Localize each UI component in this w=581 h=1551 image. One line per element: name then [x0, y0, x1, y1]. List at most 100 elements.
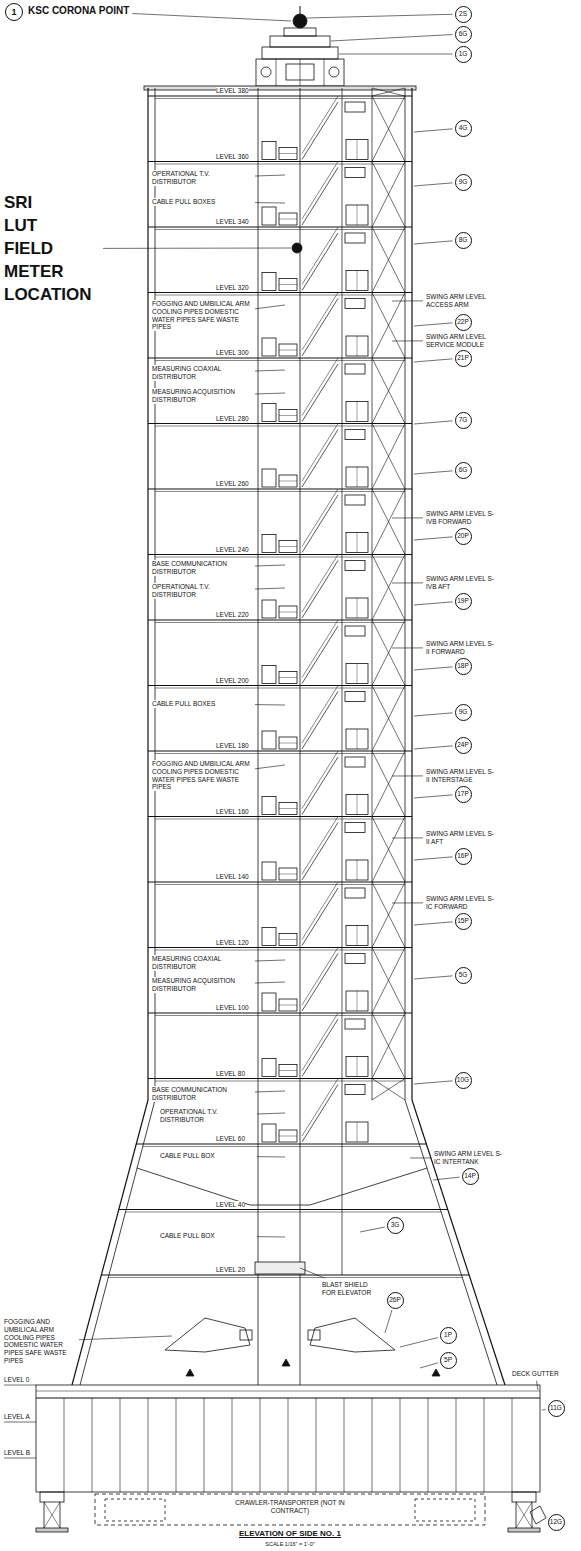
- leader-line: [300, 1268, 325, 1278]
- tower-leg: [412, 1100, 505, 1385]
- stair: [302, 620, 338, 678]
- level-leader: [4, 1385, 36, 1386]
- leader-line: [132, 14, 291, 21]
- leader-line: [542, 1409, 546, 1411]
- corona-sphere: [293, 14, 307, 28]
- crawler-outline: [95, 1494, 485, 1525]
- structure-line: [279, 1070, 297, 1071]
- equipment-cabinet: [345, 888, 365, 898]
- structure-line: [279, 677, 297, 678]
- leader-line: [414, 471, 453, 474]
- deck-bay: [288, 1398, 289, 1492]
- stair: [302, 233, 338, 291]
- equipment-cabinet: [346, 533, 368, 553]
- swing-arm-label: SWING ARM LEVEL S-II AFT: [426, 830, 496, 846]
- leader-line: [255, 370, 285, 371]
- pedestal: [512, 1492, 536, 1502]
- leader-line: [255, 393, 285, 394]
- floor-line: [101, 1274, 469, 1275]
- equipment-cabinet: [346, 271, 368, 291]
- leader-line: [414, 602, 453, 605]
- deck-bay: [120, 1398, 121, 1492]
- leader-line: [392, 300, 423, 301]
- equipment-note: MEASURING COAXIAL DISTRIBUTOR: [152, 955, 252, 971]
- truss-brace: [372, 96, 405, 162]
- deck-bay: [260, 1398, 261, 1492]
- callout-number: 1P: [440, 1327, 457, 1344]
- callout-number: 12G: [548, 1514, 565, 1531]
- stair: [302, 293, 338, 351]
- callout-number: 10G: [455, 1072, 472, 1089]
- equipment-cabinet: [345, 692, 365, 702]
- floor-line: [155, 491, 405, 492]
- equipment-cabinet: [345, 1085, 365, 1095]
- service-mast-nozzle: [240, 1330, 252, 1340]
- crane-base: [256, 59, 344, 86]
- stair: [302, 954, 338, 1012]
- swing-arm-label: SWING ARM LEVEL S-IC INTERTANK: [434, 1150, 504, 1166]
- structure-line: [357, 926, 358, 946]
- equipment-cabinet: [345, 1019, 365, 1029]
- antenna: [300, 6, 301, 14]
- level-label: LEVEL B: [4, 1449, 30, 1457]
- equipment-cabinet: [345, 430, 365, 440]
- stair: [302, 882, 338, 940]
- equipment-cabinet: [279, 803, 297, 815]
- equipment-cabinet: [346, 795, 368, 815]
- structure-line: [357, 402, 358, 422]
- truss-brace: [372, 358, 405, 424]
- truss-brace: [372, 620, 405, 686]
- leader-line: [414, 129, 453, 132]
- leader-line: [414, 795, 453, 798]
- part-label: CRAWLER-TRANSPORTER (NOT IN CONTRACT): [235, 1499, 345, 1515]
- equipment-note: OPERATIONAL T.V. DISTRIBUTOR: [152, 583, 252, 599]
- stair: [302, 489, 338, 547]
- level-label: LEVEL 360: [216, 153, 249, 161]
- stair: [302, 102, 338, 160]
- truss-brace: [372, 358, 405, 424]
- equipment-note: BASE COMMUNICATION DISTRIBUTOR: [152, 560, 252, 576]
- service-mast: [310, 1318, 395, 1352]
- level-label: LEVEL 200: [216, 677, 249, 685]
- equipment-note: MEASURING ACQUISITION DISTRIBUTOR: [152, 388, 252, 404]
- structure-line: [357, 467, 358, 487]
- truss-brace: [372, 1013, 405, 1079]
- equipment-cabinet: [262, 338, 276, 356]
- floor-line: [155, 295, 405, 296]
- floor-line: [155, 557, 405, 558]
- floor-line: [119, 1209, 448, 1210]
- structure-line: [357, 729, 358, 749]
- launcher-deck: [36, 1385, 540, 1492]
- callout-number: 22P: [455, 314, 472, 331]
- equipment-cabinet: [262, 666, 276, 684]
- location-label: SRI LUT FIELD METER LOCATION: [4, 191, 100, 306]
- structure-line: [357, 598, 358, 618]
- stair: [302, 299, 338, 357]
- equipment-note: FOGGING AND UMBILICAL ARM COOLING PIPES …: [4, 1318, 76, 1365]
- crawler-tread: [105, 1499, 165, 1521]
- truss-brace: [372, 1013, 405, 1079]
- stair: [302, 96, 338, 154]
- floor-line: [155, 753, 405, 754]
- truss-brace: [372, 1079, 405, 1101]
- elevator-shaft: [258, 88, 259, 1385]
- floor-line: [155, 1015, 405, 1016]
- pedestal-foot: [36, 1528, 68, 1532]
- equipment-cabinet: [262, 600, 276, 618]
- leader-line: [392, 340, 423, 341]
- stair: [302, 168, 338, 226]
- deck-bay: [456, 1398, 457, 1492]
- pedestal-leg: [60, 1502, 61, 1528]
- equipment-cabinet: [262, 273, 276, 291]
- equipment-cabinet: [345, 299, 365, 309]
- callout-number: 5P: [440, 1352, 457, 1369]
- deck-bay: [512, 1398, 513, 1492]
- crane-part: [262, 47, 338, 59]
- deck-bay: [232, 1398, 233, 1492]
- structure-line: [357, 533, 358, 553]
- truss-brace: [372, 162, 405, 228]
- truss-brace: [372, 817, 405, 883]
- scale-note: SCALE 1/16" = 1'-0": [210, 1541, 370, 1548]
- equipment-cabinet: [279, 606, 297, 618]
